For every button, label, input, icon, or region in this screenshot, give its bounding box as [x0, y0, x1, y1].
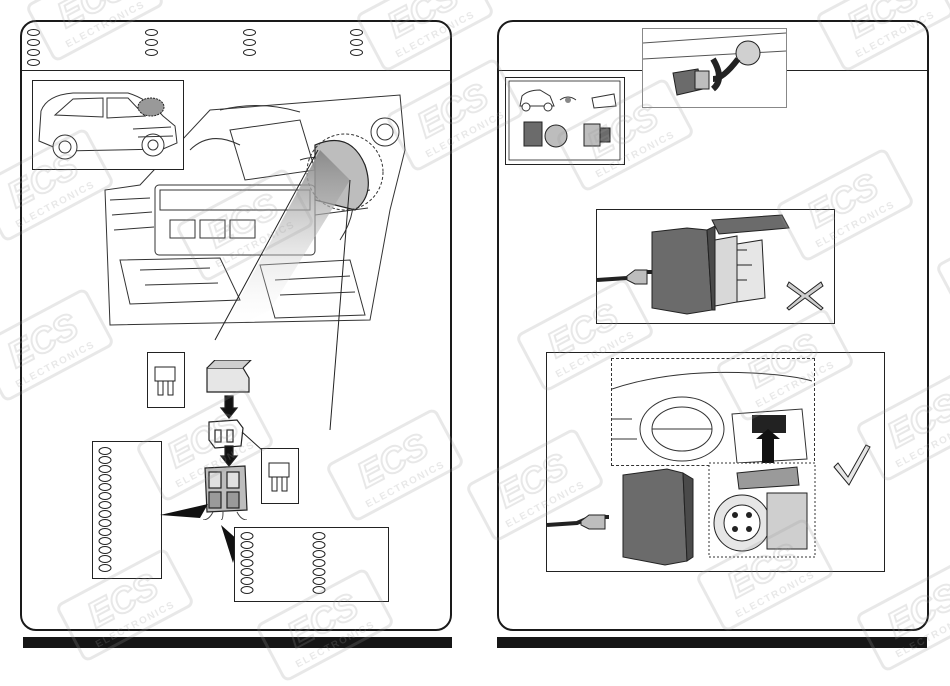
- cross-icon: [786, 281, 824, 311]
- right-page-footer-bar: [497, 637, 927, 648]
- zoom-cone: [214, 149, 351, 431]
- fuse-leader-line: [241, 431, 263, 451]
- fuse-list-pointer-left: [160, 504, 208, 518]
- adapter-inset-box: [505, 77, 625, 165]
- left-header-divider: [22, 70, 450, 71]
- fuse-list-right: [234, 527, 389, 602]
- dashboard-inset: [611, 358, 815, 466]
- fuse-list-left: [92, 441, 162, 579]
- car-illustration: [38, 92, 178, 160]
- towbar-inset-box: [642, 28, 787, 108]
- fuse-holder-assembly: [202, 360, 252, 520]
- wrong-orientation-box: [596, 209, 835, 324]
- fuse-detail-box-right: [261, 448, 299, 504]
- car-inset-box: [32, 80, 184, 170]
- checkmark-icon: [833, 444, 871, 486]
- correct-orientation-box: [546, 352, 885, 572]
- fuse-detail-box-left: [147, 352, 185, 408]
- left-page-footer-bar: [23, 637, 452, 648]
- plug-and-adapter: [547, 462, 816, 566]
- left-header-bullets: [27, 29, 447, 69]
